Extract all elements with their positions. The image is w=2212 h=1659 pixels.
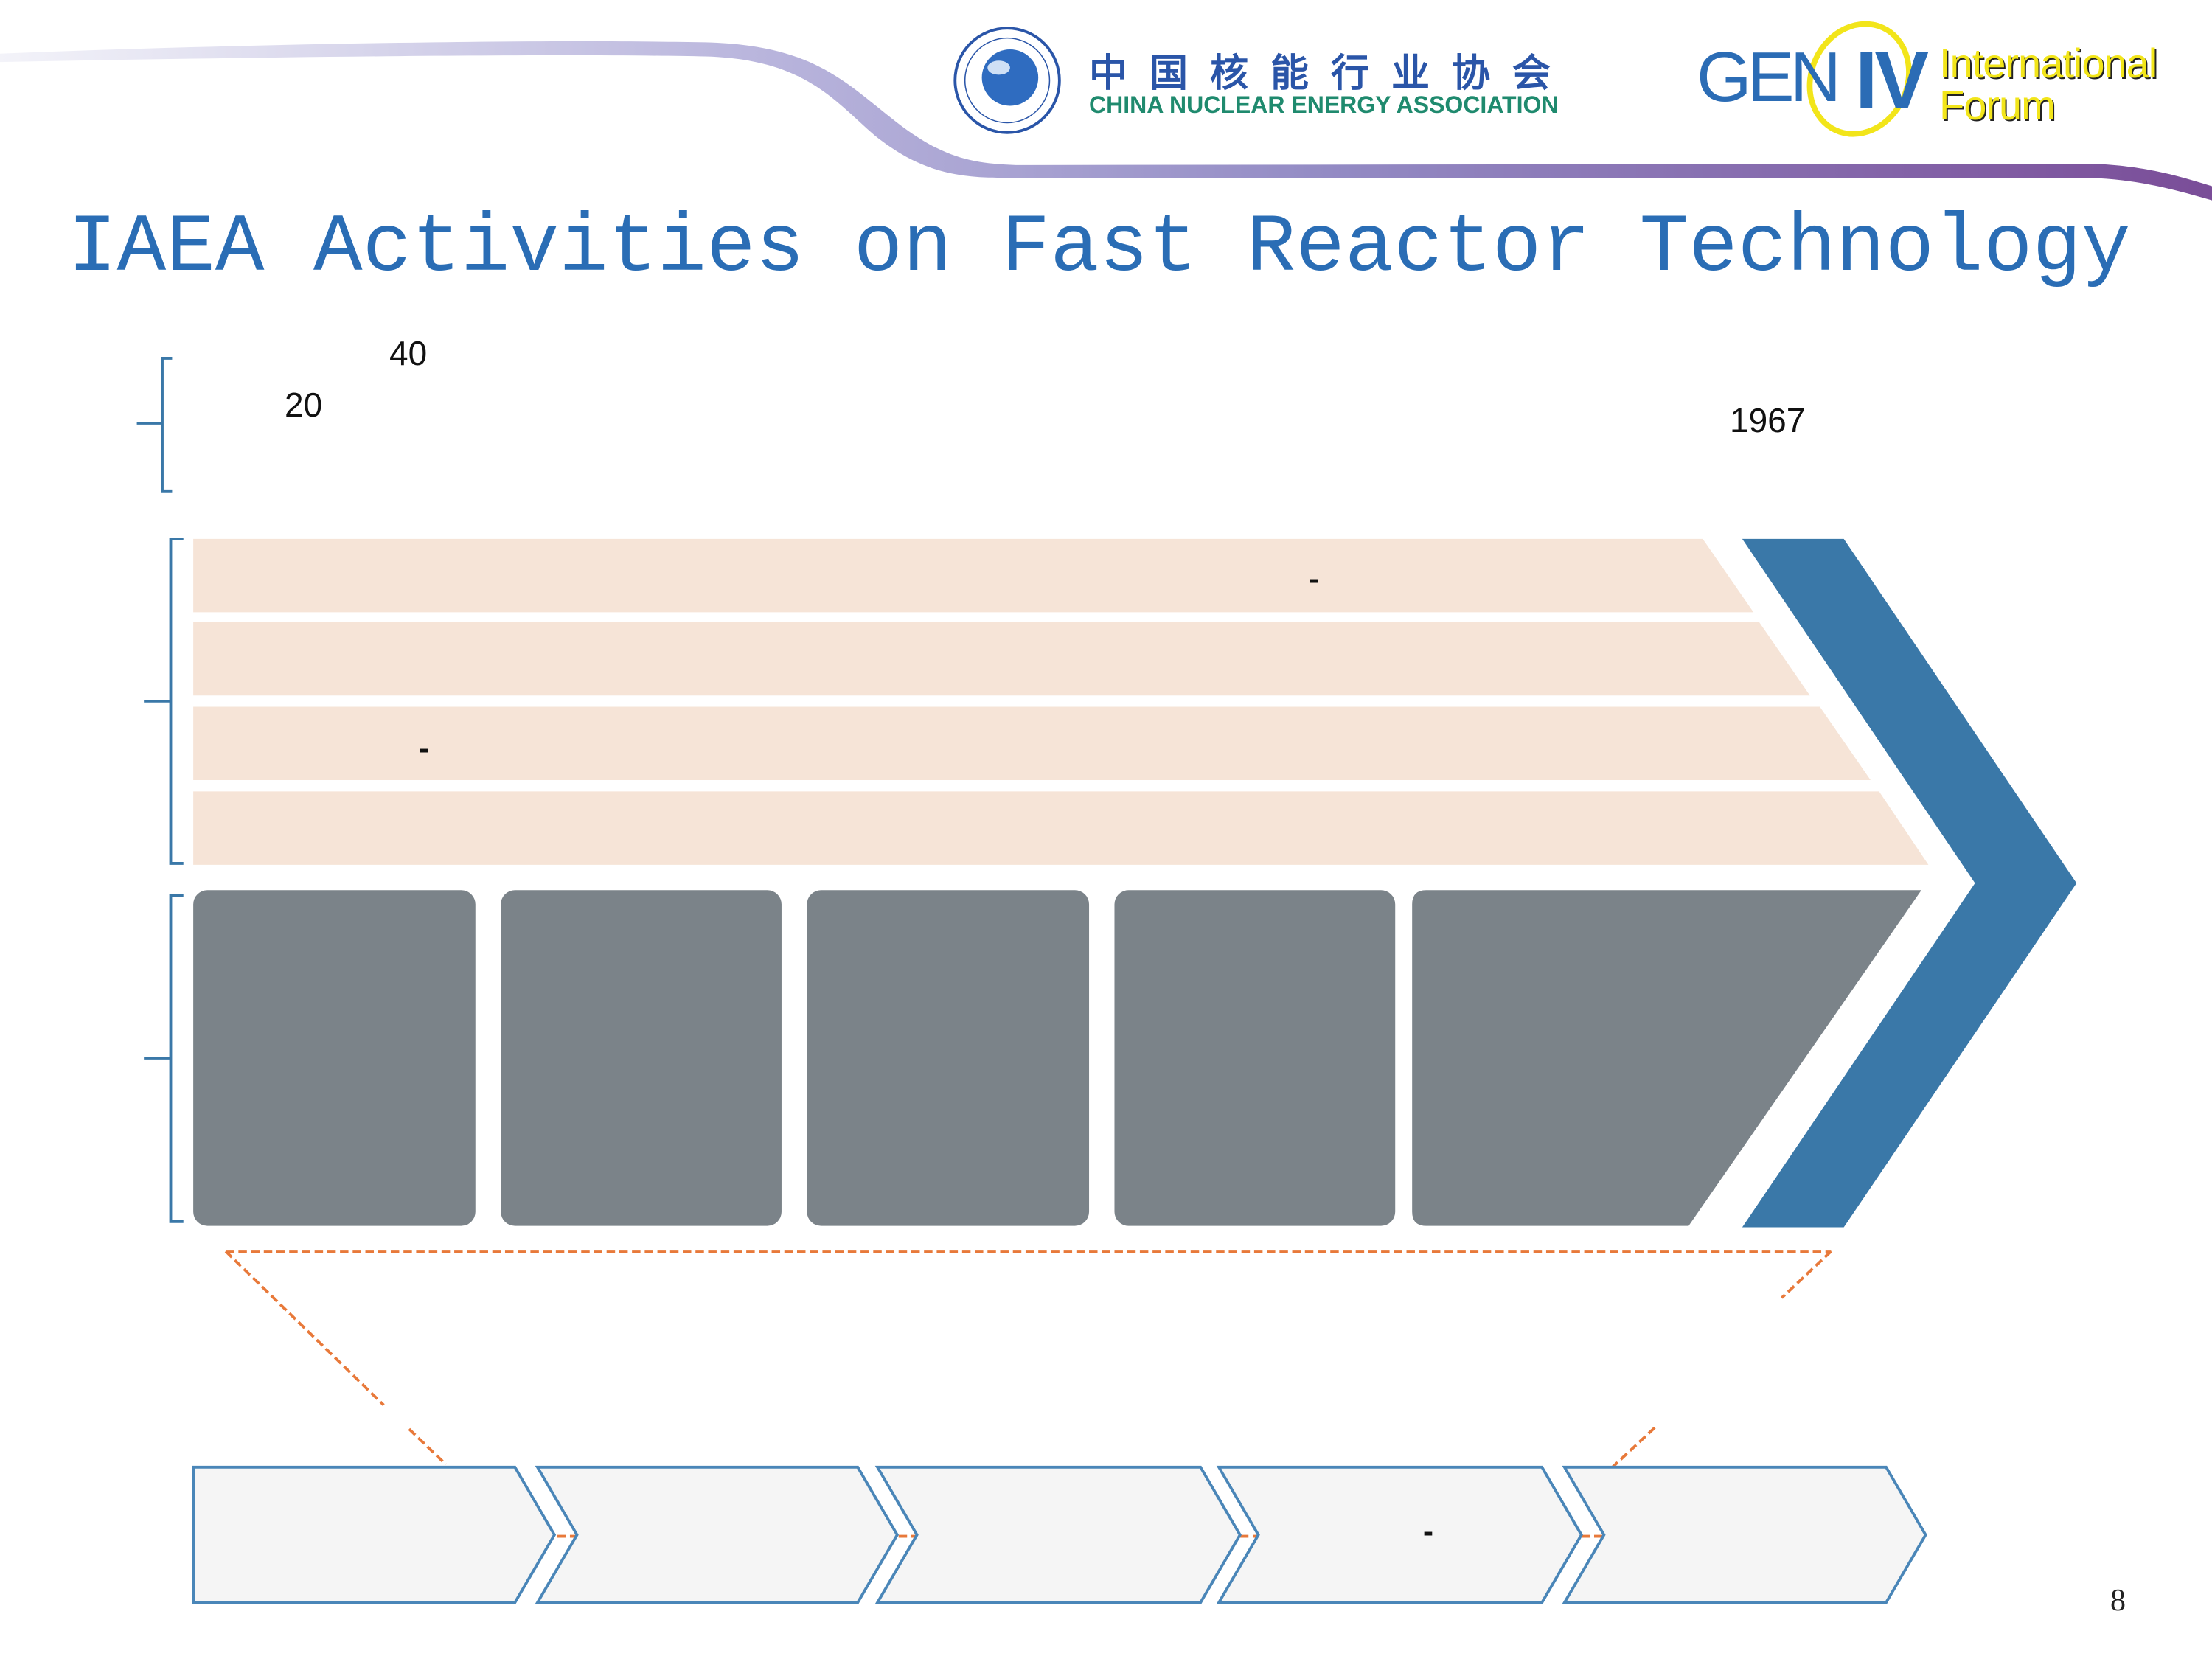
process-steps [192,1465,1927,1604]
activity-bar-3 [193,706,1871,781]
gray-block-4 [1114,890,1396,1226]
activity-bar-4 [193,791,1929,865]
gif-logo-gen: GEN [1697,38,1841,116]
cnea-logo-cn: 中国核能行业协会 [1089,52,1573,96]
process-step-4 [1216,1465,1583,1604]
process-step-5 [1562,1465,1927,1604]
gray-block-5 [1412,890,1921,1226]
slide-title: IAEA Activities on Fast Reactor Technolo… [68,203,2131,295]
gray-block-1 [193,890,476,1226]
activity-bar-1 [193,538,1754,613]
bracket-top [136,357,173,493]
label-40: 40 [389,334,428,372]
process-step-1 [192,1465,557,1604]
process-step-3 [874,1465,1242,1604]
row1-dash: - [1309,561,1319,596]
label-1967: 1967 [1730,401,1806,439]
gif-logo-iv: IV [1855,35,1929,126]
gray-block-2 [501,890,782,1226]
cnea-seal-logo [953,27,1061,134]
header-swoosh [0,41,2212,201]
activity-bar-2 [193,622,1810,696]
zoom-dashed-lines [224,1250,1832,1538]
row3-dash: - [419,731,429,765]
page-number: 8 [2110,1584,2126,1618]
gif-logo-text: International Forum [1939,40,2157,128]
process-step-2 [535,1465,900,1604]
bracket-bottom [144,894,184,1223]
forward-chevron-arrow [1742,538,2077,1228]
gray-block-3 [807,890,1090,1226]
label-20: 20 [285,386,323,424]
bracket-middle [144,537,184,865]
step4-dash: - [1423,1514,1433,1548]
cnea-logo-en: CHINA NUCLEAR ENERGY ASSOCIATION [1089,91,1559,118]
gif-orbit-icon [1806,21,1912,137]
